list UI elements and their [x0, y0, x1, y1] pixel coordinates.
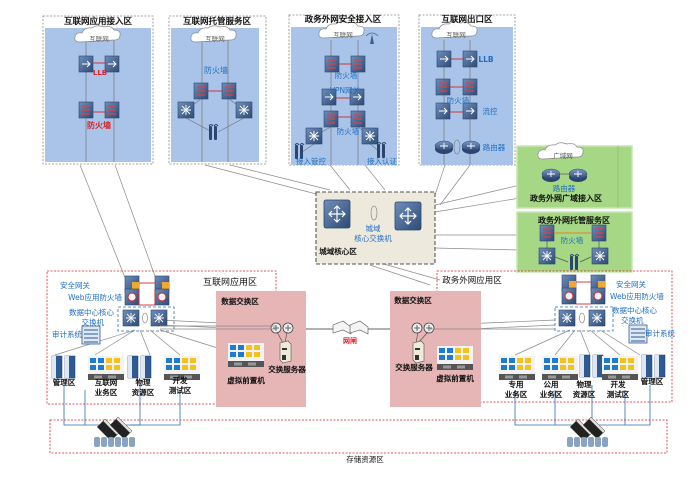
security-gateway-label: 安全网关	[60, 280, 90, 290]
waf-label: Web应用防火墙	[68, 292, 122, 302]
access-auth-label: 接入认证	[367, 156, 397, 166]
firewall-label: 防火墙	[447, 95, 470, 105]
physical-resource-label: 物理	[136, 377, 151, 387]
dedicated-biz-label: 业务区	[505, 389, 528, 399]
llb-label: LLB	[478, 55, 494, 64]
cloud-label: 互联网	[333, 30, 353, 39]
physical-resource-label: 资源区	[132, 387, 155, 397]
exchange-devices-left	[160, 322, 294, 367]
router-label: 路由器	[553, 183, 576, 193]
wireless-tower-icon	[365, 32, 379, 44]
firewall-label: 防火墙	[87, 120, 111, 130]
zone-gov-hosting	[516, 211, 633, 273]
storage-devices-left	[94, 416, 135, 447]
virtual-frontend-label: 虚拟前置机	[227, 375, 265, 385]
flow-control-label: 流控	[483, 106, 498, 116]
exchange-server-label: 交换服务器	[395, 362, 433, 372]
zone-title-gov-hosting: 政务外网托管服务区	[538, 215, 610, 225]
gov-app-devices	[499, 274, 666, 380]
mgmt-zone-label: 管理区	[53, 377, 76, 387]
zone-internet-hosting	[168, 15, 267, 165]
exchange-server-label: 交换服务器	[268, 364, 306, 374]
core-switch-label: 交换机	[82, 317, 105, 327]
gatekeeper-icon	[332, 320, 369, 335]
router-label: 路由器	[483, 142, 506, 152]
core-switch-label: 城域	[366, 223, 381, 233]
waf-label: Web应用防火墙	[610, 291, 664, 301]
core-switch-label: 数据中心核心	[69, 307, 114, 317]
zone-title-data-exchange: 数据交换区	[221, 296, 259, 306]
zone-gov-secure-access	[288, 14, 400, 166]
zone-gov-wan-access	[516, 142, 633, 209]
mgmt-zone-label: 管理区	[641, 376, 664, 386]
firewall-label: 防火墙	[204, 65, 228, 75]
public-biz-label: 公用	[544, 380, 559, 389]
core-switch-label: 核心交换机	[354, 233, 392, 243]
llb-label: LLB	[93, 69, 107, 77]
cloud-label: 广域网	[553, 151, 573, 160]
firewall-label: 防火墙	[335, 70, 358, 80]
zone-internet-exit	[418, 14, 516, 166]
zone-internet-app-access	[42, 15, 154, 165]
exchange-devices-right	[411, 322, 555, 370]
public-biz-label: 业务区	[540, 389, 563, 399]
zone-title-metro-core: 城域核心区	[319, 246, 357, 256]
internet-app-devices	[51, 275, 200, 380]
zone-storage	[49, 419, 668, 454]
internet-biz-label: 业务区	[95, 387, 118, 397]
zone-title-gov-app: 政务外网应用区	[442, 275, 502, 286]
core-switch-label: 数据中心核心	[612, 305, 657, 315]
dedicated-biz-label: 专用	[509, 379, 524, 389]
cloud-label: 互联网	[205, 34, 225, 43]
zone-title-storage: 存储资源区	[346, 454, 384, 464]
security-gateway-label: 安全网关	[616, 279, 646, 289]
firewall-label: 防火墙	[561, 235, 584, 245]
zone-title-gov-wan-access: 政务外网广域接入区	[530, 193, 602, 203]
gatekeeper-label: 网闸	[343, 336, 357, 345]
internet-biz-label: 互联网	[95, 377, 118, 387]
cloud-label: 互联网	[446, 30, 466, 39]
firewall-label: 防火墙	[337, 126, 360, 136]
audit-system-label: 审计系统	[52, 329, 82, 339]
access-control-label: 接入管控	[296, 156, 326, 166]
dev-test-label: 测试区	[607, 389, 630, 399]
zone-title-internet-exit: 互联网出口区	[441, 14, 493, 25]
physical-resource-label: 资源区	[573, 389, 596, 399]
zone-title-gov-secure-access: 政务外网安全接入区	[305, 14, 382, 25]
cloud-label: 互联网	[89, 34, 109, 43]
dev-test-label: 测试区	[169, 385, 192, 395]
dev-test-label: 开发	[611, 379, 626, 389]
dev-test-label: 开发	[173, 375, 188, 385]
zone-title-internet-app: 互联网应用区	[203, 276, 257, 288]
physical-resource-label: 物理	[577, 379, 592, 389]
zone-title-internet-app-access: 互联网应用接入区	[64, 16, 133, 27]
zone-metro-core	[315, 191, 436, 265]
zone-title-data-exchange: 数据交换区	[394, 295, 432, 305]
core-switch-label: 交换机	[621, 315, 644, 325]
storage-devices-right	[567, 416, 608, 447]
audit-system-label: 审计系统	[645, 328, 675, 338]
zone-title-internet-hosting: 互联网托管服务区	[183, 16, 252, 27]
vpn-gateway-label: VPN网关	[330, 85, 361, 95]
virtual-frontend-label: 虚拟前置机	[436, 373, 474, 383]
